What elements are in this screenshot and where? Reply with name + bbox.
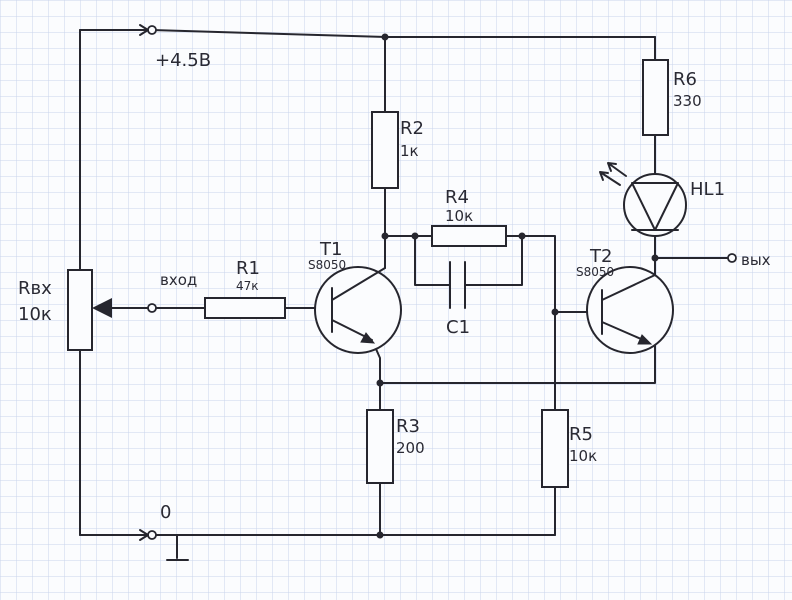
rvx-potentiometer — [67, 269, 93, 351]
r6-value: 330 — [673, 92, 702, 110]
c1-wires — [414, 235, 523, 286]
t1-transistor — [314, 266, 402, 354]
hl1-led — [599, 162, 687, 237]
r1-name: R1 — [236, 258, 260, 279]
ground-symbol — [166, 534, 189, 561]
r5-resistor — [541, 409, 569, 488]
emitter-link — [379, 344, 656, 384]
output-label: вых — [741, 251, 771, 269]
r1-resistor — [204, 297, 286, 319]
c1-capacitor — [449, 261, 466, 309]
r2-resistor — [371, 111, 399, 189]
r3-name: R3 — [396, 416, 420, 437]
r1-value: 47к — [236, 279, 259, 293]
r4-value: 10к — [445, 207, 473, 225]
rvx-value: 10к — [18, 304, 52, 325]
ground-terminal-arrow — [139, 529, 149, 541]
r5-name: R5 — [569, 424, 593, 445]
r3-resistor — [366, 409, 394, 484]
supply-terminal-arrow — [139, 24, 149, 36]
r6-name: R6 — [673, 69, 697, 90]
output-terminal — [727, 253, 737, 263]
t2-model: S8050 — [576, 265, 614, 279]
junctions — [376, 33, 659, 539]
r5-value: 10к — [569, 447, 597, 465]
r2-value: 1к — [400, 142, 419, 160]
t1-name: T1 — [319, 239, 342, 260]
ground-label: 0 — [160, 502, 171, 523]
r6-resistor — [642, 59, 669, 136]
hl1-name: HL1 — [690, 179, 725, 200]
rvx-name: Rвх — [18, 278, 52, 299]
r4-name: R4 — [445, 187, 469, 208]
t2-transistor — [586, 266, 674, 354]
c1-name: C1 — [446, 317, 470, 338]
r2-name: R2 — [400, 118, 424, 139]
supply-label: +4.5В — [155, 50, 211, 71]
t2-name: T2 — [589, 246, 612, 267]
r3-value: 200 — [396, 439, 425, 457]
input-label: вход — [160, 271, 197, 289]
t1-model: S8050 — [308, 258, 346, 272]
input-terminal — [147, 303, 157, 313]
supply-terminal — [147, 25, 157, 35]
ground-terminal — [147, 530, 157, 540]
r4-resistor — [431, 225, 507, 247]
